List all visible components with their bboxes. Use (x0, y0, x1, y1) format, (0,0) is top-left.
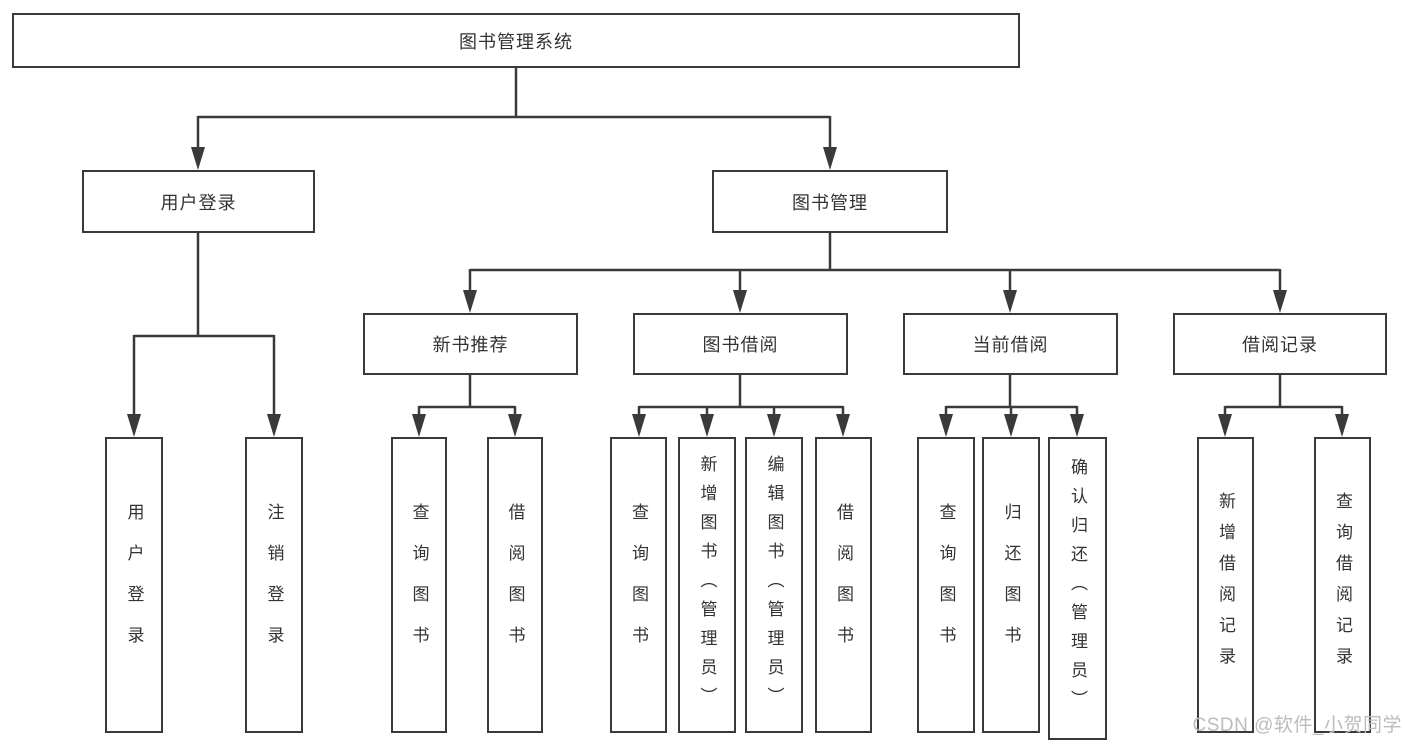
edge-root-to-level2 (191, 68, 837, 170)
leaf-add-book-admin: 新增图书（管理员） (678, 437, 736, 733)
edge-current-borrow-to-leaves (939, 375, 1084, 437)
leaf-return-book-label: 归还图书 (1001, 503, 1021, 667)
node-user-login-label: 用户登录 (160, 192, 237, 213)
edge-new-book-recommend-to-leaves (412, 375, 522, 437)
leaf-edit-book-admin-label: 编辑图书（管理员） (764, 454, 784, 716)
node-book-management: 图书管理 (712, 170, 948, 233)
leaf-add-book-admin-label: 新增图书（管理员） (697, 454, 717, 716)
node-book-management-label: 图书管理 (792, 192, 868, 213)
leaf-query-books-borrow: 查询图书 (610, 437, 667, 733)
leaf-query-books-recommend-label: 查询图书 (409, 503, 429, 667)
node-new-book-recommend: 新书推荐 (363, 313, 578, 375)
leaf-add-borrow-record-label: 新增借阅记录 (1216, 492, 1235, 678)
node-root-label: 图书管理系统 (459, 31, 573, 52)
leaf-query-borrow-record: 查询借阅记录 (1314, 437, 1371, 733)
leaf-borrow-books-recommend: 借阅图书 (487, 437, 543, 733)
leaf-borrow-books-label: 借阅图书 (834, 503, 853, 667)
node-new-book-recommend-label: 新书推荐 (432, 335, 509, 355)
node-current-borrow: 当前借阅 (903, 313, 1118, 375)
leaf-confirm-return-admin-label: 确认归还（管理员） (1068, 458, 1087, 719)
node-user-login: 用户登录 (82, 170, 315, 233)
leaf-logout-label: 注销登录 (264, 503, 284, 667)
leaf-borrow-books-recommend-label: 借阅图书 (505, 503, 525, 667)
watermark: CSDN @软件_小贺同学 (1192, 715, 1402, 736)
node-borrow-records: 借阅记录 (1173, 313, 1387, 375)
leaf-user-login: 用户登录 (105, 437, 163, 733)
leaf-return-book: 归还图书 (982, 437, 1040, 733)
leaf-query-books-recommend: 查询图书 (391, 437, 447, 733)
leaf-confirm-return-admin: 确认归还（管理员） (1048, 437, 1107, 740)
leaf-borrow-books: 借阅图书 (815, 437, 872, 733)
edge-book-management-to-level3 (463, 233, 1287, 313)
edge-book-borrow-to-leaves (632, 375, 850, 437)
leaf-add-borrow-record: 新增借阅记录 (1197, 437, 1254, 733)
leaf-user-login-label: 用户登录 (124, 503, 144, 667)
node-book-borrow: 图书借阅 (633, 313, 848, 375)
leaf-query-borrow-record-label: 查询借阅记录 (1333, 492, 1352, 678)
leaf-query-books-current-label: 查询图书 (936, 503, 956, 667)
node-borrow-records-label: 借阅记录 (1242, 335, 1318, 355)
node-root: 图书管理系统 (12, 13, 1020, 68)
edge-borrow-records-to-leaves (1218, 375, 1349, 437)
node-current-borrow-label: 当前借阅 (972, 335, 1049, 355)
leaf-logout: 注销登录 (245, 437, 303, 733)
leaf-query-books-borrow-label: 查询图书 (629, 503, 648, 667)
leaf-query-books-current: 查询图书 (917, 437, 975, 733)
edge-user-login-to-leaves (127, 233, 281, 437)
node-book-borrow-label: 图书借阅 (702, 335, 779, 355)
leaf-edit-book-admin: 编辑图书（管理员） (745, 437, 803, 733)
